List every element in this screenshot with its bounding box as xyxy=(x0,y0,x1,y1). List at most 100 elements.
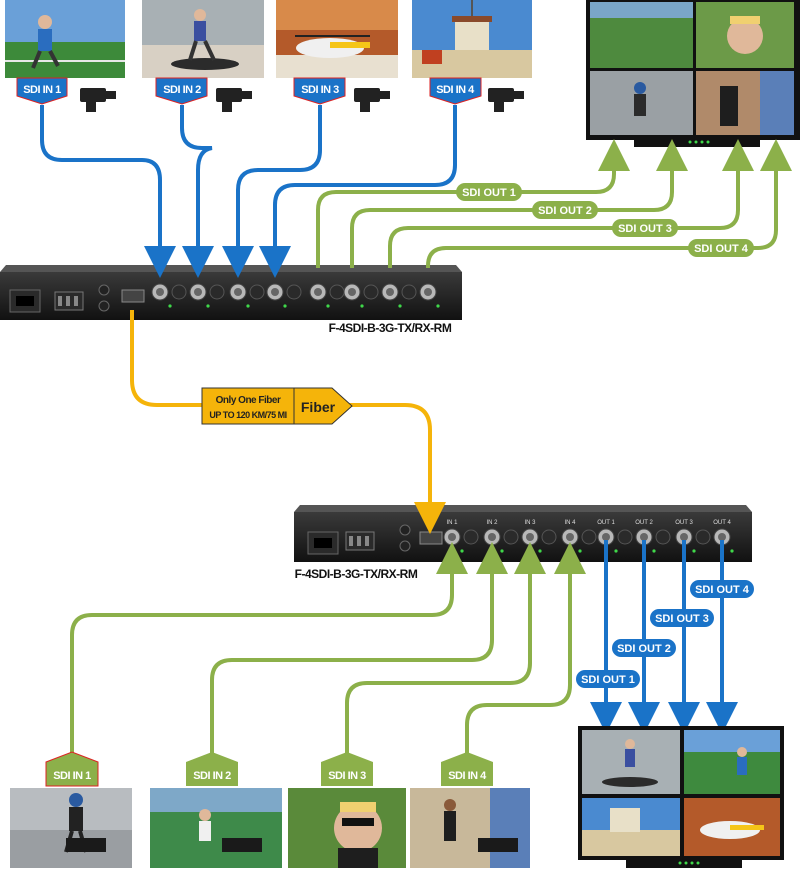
status-led xyxy=(168,304,172,308)
svg-text:SDI IN 4: SDI IN 4 xyxy=(436,84,475,96)
status-led xyxy=(206,304,210,308)
bottom-source-photo-3 xyxy=(288,788,406,868)
status-led xyxy=(360,304,364,308)
camera-icon xyxy=(80,88,116,112)
bottom-bnc-port xyxy=(597,528,615,546)
svg-text:SDI IN 2: SDI IN 2 xyxy=(163,84,201,96)
top-source-photo-2 xyxy=(142,0,264,78)
top-device-model: F-4SDI-B-3G-TX/RX-RM xyxy=(329,321,452,335)
svg-text:UP TO 120 KM/75 MI: UP TO 120 KM/75 MI xyxy=(209,410,286,420)
bottom-input-label-2: SDI IN 2 xyxy=(186,752,238,786)
top-bnc-port xyxy=(266,283,284,301)
mount-knob xyxy=(286,284,302,300)
fiber-tag: Fiber xyxy=(293,387,353,425)
bottom-bnc-port xyxy=(443,528,461,546)
top-output-label-4: SDI OUT 4 xyxy=(688,239,754,257)
bottom-input-cables xyxy=(70,542,586,755)
bottom-port-label: OUT 1 xyxy=(597,520,615,526)
bottom-input-label-3: SDI IN 3 xyxy=(321,752,373,786)
top-device-ports xyxy=(151,283,440,308)
top-source-photo-3 xyxy=(276,0,398,78)
svg-text:SDI IN 1: SDI IN 1 xyxy=(53,770,91,782)
top-bnc-port xyxy=(419,283,437,301)
top-bnc-port xyxy=(151,283,169,301)
bottom-port-label: OUT 4 xyxy=(713,520,731,526)
bottom-port-label: IN 4 xyxy=(564,520,576,526)
top-bnc-port xyxy=(189,283,207,301)
svg-text:SDI OUT 3: SDI OUT 3 xyxy=(618,223,672,235)
status-led xyxy=(326,304,330,308)
bottom-source-photo-2 xyxy=(150,788,282,868)
status-led xyxy=(578,549,582,553)
top-input-label-2: SDI IN 2 xyxy=(155,77,208,105)
bottom-output-label-3: SDI OUT 3 xyxy=(650,609,714,627)
mount-knob xyxy=(463,529,479,545)
bottom-bnc-port xyxy=(635,528,653,546)
top-source-photo-1 xyxy=(5,0,125,78)
status-led xyxy=(283,304,287,308)
bottom-port-label: IN 2 xyxy=(486,520,498,526)
svg-text:SDI OUT 2: SDI OUT 2 xyxy=(538,205,592,217)
status-led xyxy=(500,549,504,553)
status-led xyxy=(436,304,440,308)
status-led xyxy=(652,549,656,553)
svg-text:SDI IN 1: SDI IN 1 xyxy=(23,84,61,96)
bottom-output-label-2: SDI OUT 2 xyxy=(612,639,676,657)
bottom-port-label: IN 1 xyxy=(446,520,458,526)
svg-text:Fiber: Fiber xyxy=(301,399,336,415)
top-output-label-1: SDI OUT 1 xyxy=(456,183,522,201)
status-led xyxy=(460,549,464,553)
bottom-bnc-port xyxy=(561,528,579,546)
camera-icon xyxy=(488,88,524,112)
status-led xyxy=(730,549,734,553)
status-led xyxy=(246,304,250,308)
bottom-port-label: OUT 2 xyxy=(635,520,653,526)
svg-text:SDI IN 3: SDI IN 3 xyxy=(301,84,339,96)
mount-knob xyxy=(329,284,345,300)
top-bnc-port xyxy=(229,283,247,301)
top-input-cables xyxy=(40,105,457,278)
top-output-label-2: SDI OUT 2 xyxy=(532,201,598,219)
svg-text:SDI IN 3: SDI IN 3 xyxy=(328,770,366,782)
bottom-input-label-1: SDI IN 1 xyxy=(45,751,99,787)
bottom-input-label-4: SDI IN 4 xyxy=(441,752,493,786)
top-bnc-port xyxy=(343,283,361,301)
bottom-device-ports: IN 1 IN 2 IN 3 IN 4 OUT 1 OUT 2 OUT 3 OUT 4 xyxy=(443,520,734,553)
top-input-label-4: SDI IN 4 xyxy=(429,77,482,105)
svg-text:SDI OUT 4: SDI OUT 4 xyxy=(694,243,749,255)
svg-text:SDI IN 4: SDI IN 4 xyxy=(448,770,487,782)
bottom-device-model: F-4SDI-B-3G-TX/RX-RM xyxy=(295,567,418,581)
bottom-source-photo-1 xyxy=(10,788,132,868)
mount-knob xyxy=(401,284,417,300)
bottom-bnc-port xyxy=(675,528,693,546)
top-output-label-3: SDI OUT 3 xyxy=(612,219,678,237)
bottom-output-cables xyxy=(590,540,738,734)
bottom-output-label-1: SDI OUT 1 xyxy=(576,670,640,688)
svg-text:SDI OUT 3: SDI OUT 3 xyxy=(655,613,709,625)
bottom-port-label: OUT 3 xyxy=(675,520,693,526)
svg-text:Only One Fiber: Only One Fiber xyxy=(216,395,281,406)
mount-knob xyxy=(249,284,265,300)
svg-text:SDI IN 2: SDI IN 2 xyxy=(193,770,231,782)
fiber-note-box: Only One Fiber UP TO 120 KM/75 MI xyxy=(201,387,295,425)
top-bnc-port xyxy=(381,283,399,301)
status-led xyxy=(614,549,618,553)
mount-knob xyxy=(209,284,225,300)
mount-knob xyxy=(171,284,187,300)
top-quad-monitor xyxy=(586,0,800,147)
svg-text:SDI OUT 2: SDI OUT 2 xyxy=(617,643,671,655)
svg-text:SDI OUT 1: SDI OUT 1 xyxy=(462,187,516,199)
bottom-bnc-port xyxy=(713,528,731,546)
bottom-port-label: IN 3 xyxy=(524,520,536,526)
mount-knob xyxy=(695,529,711,545)
mount-knob xyxy=(503,529,519,545)
bottom-quad-monitor xyxy=(578,726,784,868)
mount-knob xyxy=(581,529,597,545)
bottom-bnc-port xyxy=(521,528,539,546)
camera-icon xyxy=(216,88,252,112)
status-led xyxy=(398,304,402,308)
svg-text:SDI OUT 1: SDI OUT 1 xyxy=(581,674,635,686)
status-led xyxy=(538,549,542,553)
camera-icon xyxy=(354,88,390,112)
top-input-label-1: SDI IN 1 xyxy=(16,77,68,105)
